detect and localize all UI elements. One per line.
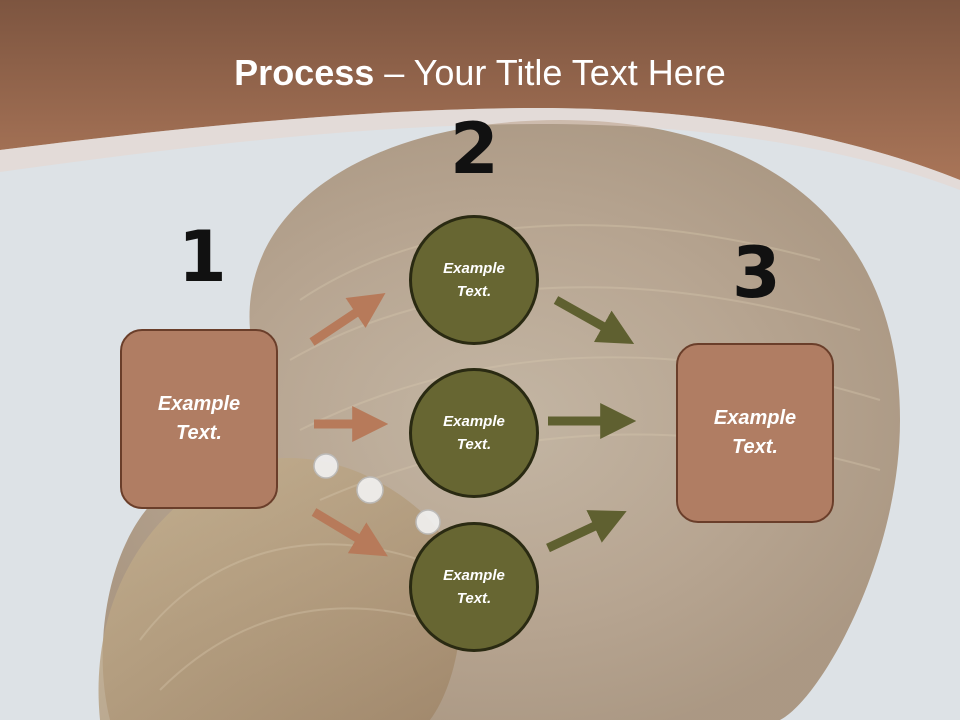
step-number-1: 1 (178, 216, 227, 298)
arrow-circle-top-to-box3 (553, 296, 635, 344)
step1-box: Example Text. (120, 329, 278, 509)
header-swoosh (0, 108, 960, 190)
step3-box-text: Example Text. (713, 407, 797, 458)
circle-middle-text: Example Text. (443, 413, 505, 453)
circle-bottom-text: Example Text. (443, 567, 505, 607)
title-bold: Process (234, 52, 375, 93)
circle-middle: Example Text. (409, 368, 539, 498)
slide-title: Process – Your Title Text Here (0, 52, 960, 94)
step3-box: Example Text. (676, 343, 834, 523)
jewel-decorations (313, 453, 441, 535)
arrow-circle-bottom-to-box3 (546, 510, 627, 553)
circle-top-text: Example Text. (443, 260, 505, 300)
circle-top: Example Text. (409, 215, 539, 345)
circle-bottom: Example Text. (409, 522, 539, 652)
arrow-box1-to-circle-top (309, 293, 386, 346)
step-number-3: 3 (732, 232, 781, 314)
step1-box-text: Example Text. (157, 393, 241, 444)
arrow-box1-to-circle-bottom (311, 508, 388, 557)
step-number-2: 2 (450, 108, 499, 190)
title-rest: – Your Title Text Here (374, 52, 726, 93)
header-band (0, 0, 960, 180)
